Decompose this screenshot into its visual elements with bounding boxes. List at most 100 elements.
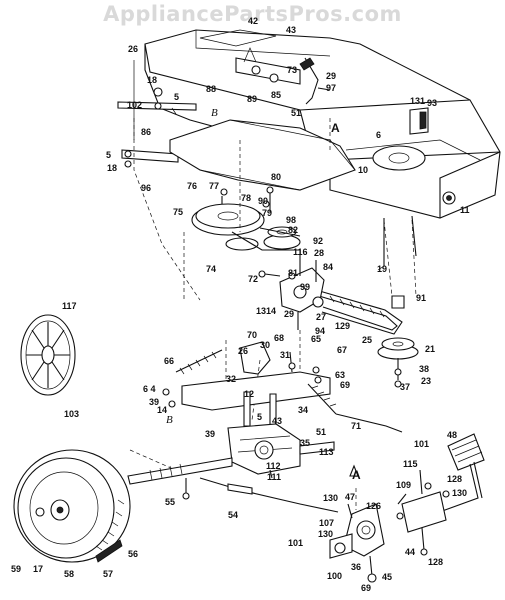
part-label-l10: 10 bbox=[358, 165, 368, 175]
part-label-l90: 90 bbox=[258, 196, 268, 206]
part-label-l32: 32 bbox=[226, 374, 236, 384]
part-label-l35: 35 bbox=[300, 438, 310, 448]
part-label-l56: 56 bbox=[128, 549, 138, 559]
part-label-l36: 36 bbox=[351, 562, 361, 572]
watermark: AppliancePartsPros.com bbox=[103, 2, 402, 26]
part-label-l29a: 29 bbox=[326, 71, 336, 81]
part-label-l43: 43 bbox=[286, 25, 296, 35]
part-label-l86: 86 bbox=[141, 127, 151, 137]
part-label-l39a: 39 bbox=[149, 397, 159, 407]
part-label-l97: 97 bbox=[326, 83, 336, 93]
rear-tire bbox=[13, 449, 131, 563]
part-label-l117: 117 bbox=[62, 301, 77, 311]
part-label-l100: 100 bbox=[327, 571, 342, 581]
brake-cable bbox=[199, 477, 339, 513]
part-label-l101a: 101 bbox=[414, 439, 429, 449]
part-label-l75: 75 bbox=[173, 207, 183, 217]
part-label-l39b: 39 bbox=[205, 429, 215, 439]
part-label-l48: 48 bbox=[447, 430, 457, 440]
part-label-l101b: 101 bbox=[288, 538, 303, 548]
part-label-l47: 47 bbox=[345, 492, 355, 502]
part-label-l65: 65 bbox=[311, 334, 321, 344]
part-label-l74: 74 bbox=[206, 264, 216, 274]
part-label-l89: 89 bbox=[247, 94, 257, 104]
part-label-l109: 109 bbox=[396, 480, 411, 490]
part-label-l84: 84 bbox=[323, 262, 333, 272]
part-label-l85: 85 bbox=[271, 90, 281, 100]
part-label-l5c: 5 bbox=[257, 412, 262, 422]
part-label-l94: 94 bbox=[315, 326, 325, 336]
part-label-l30: 30 bbox=[260, 340, 270, 350]
part-label-l77: 77 bbox=[209, 181, 219, 191]
part-label-l38: 38 bbox=[419, 364, 429, 374]
part-label-l27: 27 bbox=[316, 312, 326, 322]
part-label-lAb: A bbox=[352, 468, 361, 482]
part-label-l29b: 29 bbox=[284, 309, 294, 319]
clutch-bracket-assembly bbox=[235, 47, 331, 105]
part-label-lAa: A bbox=[331, 121, 340, 135]
part-label-l64: 6 4 bbox=[143, 384, 156, 394]
part-label-l80: 80 bbox=[271, 172, 281, 182]
idler-bracket bbox=[258, 250, 325, 330]
part-label-l54: 54 bbox=[228, 510, 238, 520]
part-label-l66: 66 bbox=[164, 356, 174, 366]
part-label-l68: 68 bbox=[274, 333, 284, 343]
part-label-l26: 26 bbox=[128, 44, 138, 54]
part-label-l76: 76 bbox=[187, 181, 197, 191]
part-label-l113: 113 bbox=[319, 447, 334, 457]
part-label-l23: 23 bbox=[421, 376, 431, 386]
part-label-l92: 92 bbox=[313, 236, 323, 246]
part-label-l130a: 130 bbox=[452, 488, 467, 498]
part-label-l96: 96 bbox=[141, 183, 151, 193]
part-label-l34: 34 bbox=[298, 405, 308, 415]
part-label-l18b: 18 bbox=[107, 163, 117, 173]
part-label-l72: 72 bbox=[248, 274, 258, 284]
part-label-l73: 73 bbox=[287, 65, 297, 75]
part-label-lBa: B bbox=[211, 107, 218, 119]
left-brackets bbox=[117, 60, 197, 168]
engine-pulley-group bbox=[191, 186, 301, 251]
part-label-l17: 17 bbox=[33, 564, 43, 574]
part-label-l31: 31 bbox=[280, 350, 290, 360]
part-label-l26b: 26 bbox=[238, 346, 248, 356]
part-label-l91: 91 bbox=[416, 293, 426, 303]
part-label-l58: 58 bbox=[64, 569, 74, 579]
part-label-l21: 21 bbox=[425, 344, 435, 354]
part-label-l63: 63 bbox=[335, 370, 345, 380]
hubcap bbox=[20, 314, 76, 396]
part-label-l67: 67 bbox=[337, 345, 347, 355]
part-label-l115: 115 bbox=[403, 459, 418, 469]
part-label-l55: 55 bbox=[165, 497, 175, 507]
part-label-l44: 44 bbox=[405, 547, 415, 557]
part-label-l107: 107 bbox=[319, 518, 334, 528]
part-label-l129: 129 bbox=[335, 321, 350, 331]
part-label-l130c: 130 bbox=[318, 529, 333, 539]
part-label-l18a: 18 bbox=[147, 75, 157, 85]
part-label-l51a: 51 bbox=[291, 108, 301, 118]
part-label-l78: 78 bbox=[241, 193, 251, 203]
part-label-l82: 82 bbox=[288, 225, 298, 235]
part-label-lBb: B bbox=[166, 414, 173, 426]
part-label-l25: 25 bbox=[362, 335, 372, 345]
part-label-l99: 99 bbox=[300, 282, 310, 292]
part-label-l103: 103 bbox=[64, 409, 79, 419]
part-label-l45: 45 bbox=[382, 572, 392, 582]
part-label-l130b: 130 bbox=[323, 493, 338, 503]
part-label-l42: 42 bbox=[248, 16, 258, 26]
axle-frame bbox=[162, 341, 403, 433]
part-label-l57: 57 bbox=[103, 569, 113, 579]
part-label-l102: 102 bbox=[127, 100, 142, 110]
part-label-l126: 126 bbox=[366, 501, 381, 511]
part-label-l70: 70 bbox=[247, 330, 257, 340]
part-label-l6a: 6 bbox=[376, 130, 381, 140]
drive-belt bbox=[315, 289, 419, 388]
part-label-l51b: 51 bbox=[316, 427, 326, 437]
part-label-l19: 19 bbox=[377, 264, 387, 274]
part-label-l111: 111 bbox=[267, 472, 281, 482]
part-label-l128b: 128 bbox=[428, 557, 443, 567]
part-label-l11: 11 bbox=[460, 205, 470, 215]
part-label-l14: 14 bbox=[157, 405, 167, 415]
part-label-l116: 116 bbox=[293, 247, 308, 257]
